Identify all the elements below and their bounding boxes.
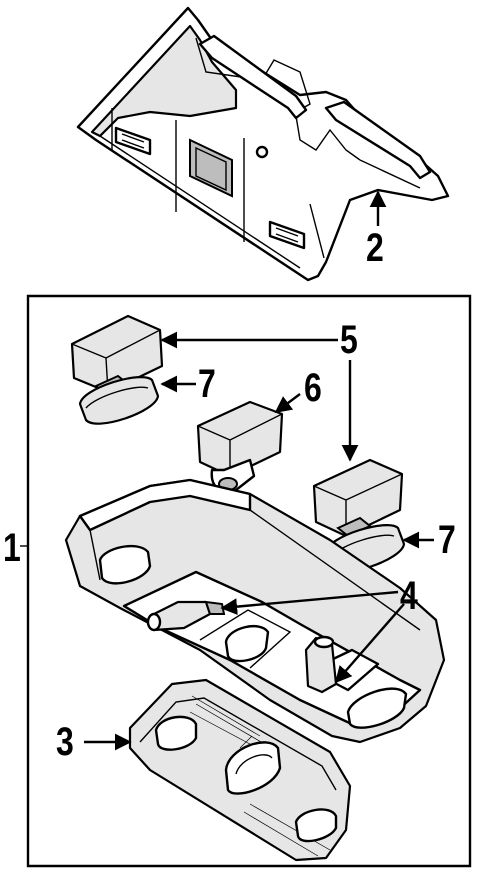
callout-6: 6 [304, 366, 322, 410]
lamp-socket-part-5-right [312, 458, 404, 538]
leader-lines [84, 331, 434, 751]
bulb-part-4-upper [146, 600, 226, 632]
assembly-frame-part-1 [20, 294, 472, 868]
callout-7-upper: 7 [198, 362, 216, 406]
console-bracket-part-2 [76, 6, 450, 282]
callout-7-right: 7 [438, 518, 456, 562]
console-lens-part-3 [128, 678, 352, 862]
callout-4: 4 [400, 574, 418, 618]
lamp-lens-part-7-left [78, 376, 160, 425]
callout-2: 2 [366, 226, 384, 270]
map-lamp-socket-part-6 [196, 400, 284, 493]
callout-3: 3 [56, 720, 74, 764]
callout-5: 5 [340, 318, 358, 362]
bulb-part-4-lower [304, 635, 338, 694]
callout-1: 1 [3, 526, 21, 570]
console-housing-part-1 [64, 478, 446, 744]
